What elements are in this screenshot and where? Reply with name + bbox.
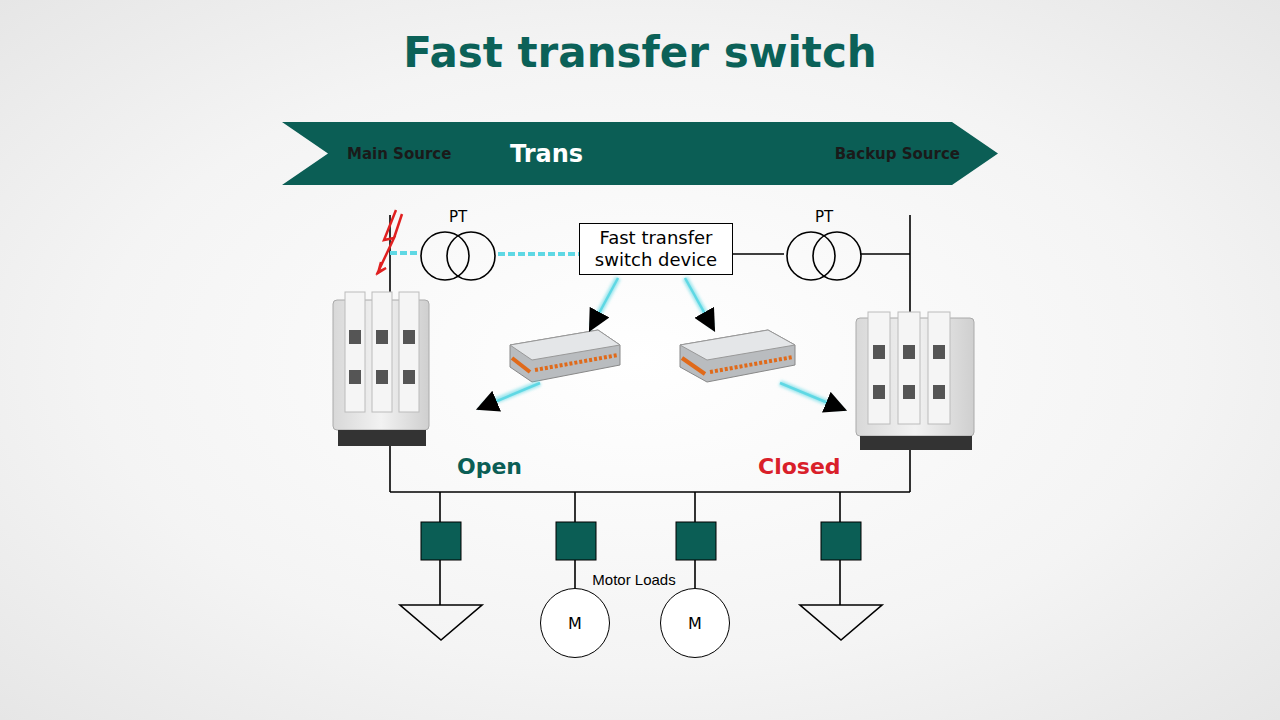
transformer-symbol — [784, 230, 864, 282]
signal-line — [390, 251, 420, 255]
title: Fast transfer switch — [0, 28, 1280, 77]
source-label: Main Source — [347, 145, 451, 163]
feeder-breakers — [421, 522, 861, 560]
motor-circle: M — [660, 588, 730, 658]
motor-label: M — [688, 614, 702, 633]
source-banner: Main Source Trans Backup Source — [282, 122, 998, 185]
motor-circle: M — [540, 588, 610, 658]
bus-wiring — [390, 215, 910, 640]
fault-bolt — [378, 210, 402, 273]
banner-label: Trans — [510, 140, 583, 168]
device-box: Fast transfer switch device — [579, 223, 733, 275]
group-label: Motor Loads — [592, 571, 675, 588]
controller-unit — [510, 330, 620, 382]
signal-connector — [733, 253, 784, 255]
state-label: Open — [457, 454, 522, 479]
potential-transformer: PT — [784, 208, 864, 282]
signal-connector — [498, 252, 579, 256]
controller-unit — [680, 330, 795, 382]
state-label: Closed — [758, 454, 841, 479]
device-label: Fast transfer switch device — [590, 227, 722, 271]
motor-label: M — [568, 614, 582, 633]
right-breaker — [856, 312, 974, 450]
transformer-label: PT — [418, 208, 498, 226]
left-breaker — [333, 292, 429, 446]
source-label: Backup Source — [835, 145, 960, 163]
transformer-label: PT — [784, 208, 864, 226]
control-arrows — [478, 278, 845, 410]
transformer-symbol — [418, 230, 498, 282]
potential-transformer: PT — [418, 208, 498, 282]
